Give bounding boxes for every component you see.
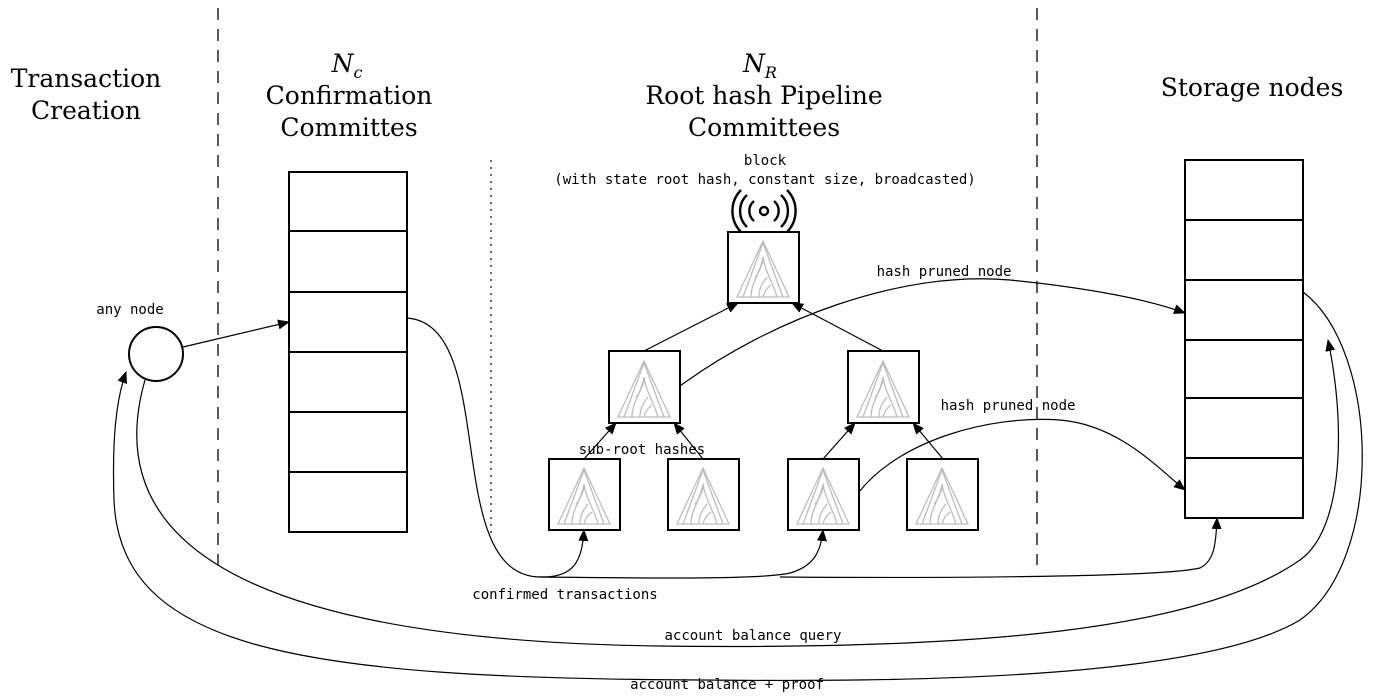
confirmation-title-2: Committes xyxy=(280,113,417,142)
hash-pruned-right-arrow xyxy=(858,418,1186,493)
confirmation-title-1: Confirmation xyxy=(266,81,433,110)
confirmation-committee[interactable] xyxy=(288,171,408,232)
sub-root-label: sub-root hashes xyxy=(579,442,705,458)
confirmation-committee[interactable] xyxy=(288,230,408,293)
subroot-committee-left[interactable] xyxy=(608,350,681,424)
storage-nodes-stack xyxy=(1184,159,1304,519)
confirmation-committee[interactable] xyxy=(288,291,408,353)
confirmation-committee[interactable] xyxy=(288,351,408,413)
confirmation-committee[interactable] xyxy=(288,411,408,473)
nr-symbol: NR xyxy=(742,49,777,82)
storage-node[interactable] xyxy=(1184,219,1304,281)
storage-title: Storage nodes xyxy=(1161,73,1344,102)
storage-node[interactable] xyxy=(1184,339,1304,399)
transaction-creation-title-2: Creation xyxy=(31,96,141,125)
tree-edges xyxy=(583,302,944,460)
root-committee[interactable] xyxy=(727,231,800,304)
storage-node[interactable] xyxy=(1184,397,1304,459)
block-label: block xyxy=(744,153,787,169)
storage-node[interactable] xyxy=(1184,457,1304,519)
broadcast-icon xyxy=(731,189,797,233)
root-hash-title-2: Committees xyxy=(688,113,840,142)
submit-arrow xyxy=(182,319,290,348)
leaf-committee-2[interactable] xyxy=(667,458,740,531)
confirmed-transactions-label: confirmed transactions xyxy=(472,587,657,603)
storage-node[interactable] xyxy=(1184,279,1304,341)
confirmation-committees-stack xyxy=(288,171,408,533)
confirmed-to-leaf1-arrow xyxy=(406,317,589,578)
balance-proof-label: account balance + proof xyxy=(630,677,824,693)
leaf-committee-4[interactable] xyxy=(906,458,979,531)
confirmed-to-storage-arrow xyxy=(779,517,1222,579)
any-node[interactable] xyxy=(128,326,184,382)
balance-query-label: account balance query xyxy=(664,628,841,644)
nc-symbol: Nc xyxy=(331,49,363,82)
storage-node[interactable] xyxy=(1184,159,1304,221)
balance-query-arrow xyxy=(136,339,1340,648)
hash-pruned-top-label: hash pruned node xyxy=(877,264,1012,280)
leaf-committee-1[interactable] xyxy=(548,458,621,531)
leaf-committee-3[interactable] xyxy=(787,458,860,531)
root-hash-title-1: Root hash Pipeline xyxy=(645,81,882,110)
transaction-creation-title-1: Transaction xyxy=(11,64,162,93)
confirmed-to-leaf3-arrow xyxy=(539,529,827,579)
subroot-committee-right[interactable] xyxy=(847,350,920,424)
hash-pruned-top-arrow xyxy=(679,278,1186,387)
block-description: (with state root hash, constant size, br… xyxy=(554,172,975,188)
confirmation-committee[interactable] xyxy=(288,471,408,533)
balance-proof-arrow xyxy=(112,291,1363,682)
hash-pruned-right-label: hash pruned node xyxy=(941,398,1076,414)
any-node-label: any node xyxy=(96,302,163,318)
